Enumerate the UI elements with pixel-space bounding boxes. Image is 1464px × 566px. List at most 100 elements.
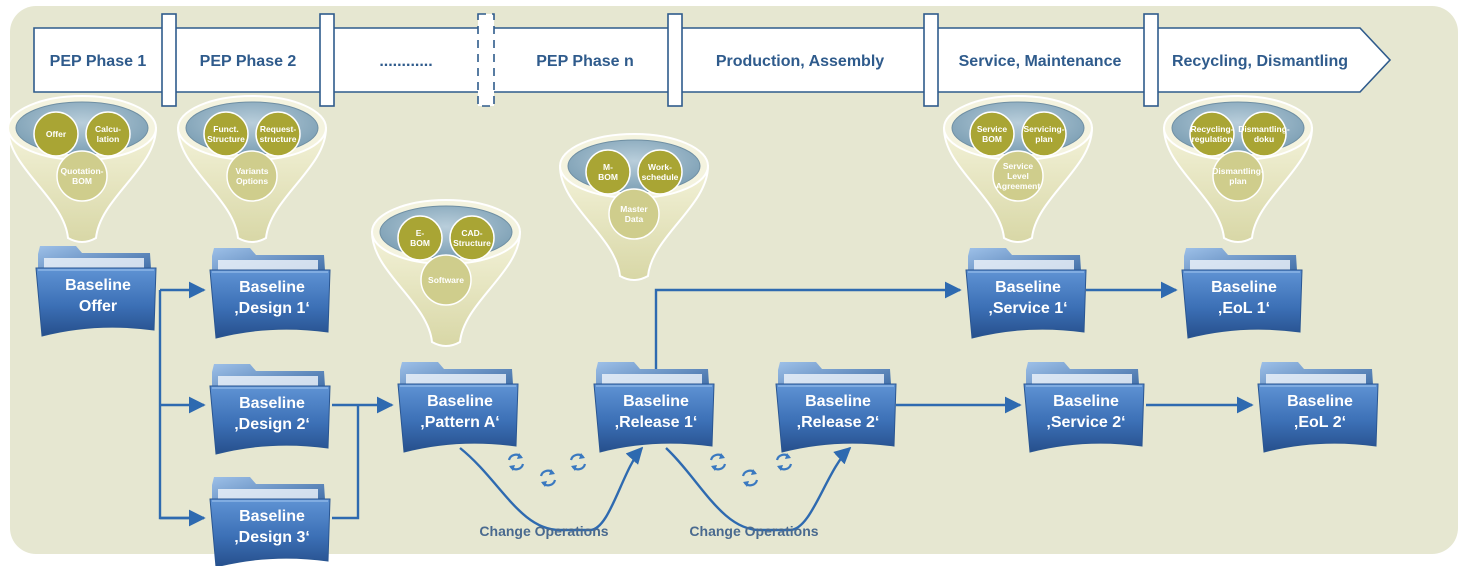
funnel-circle bbox=[585, 149, 631, 195]
folder-front bbox=[209, 269, 331, 339]
funnel-item-label: Dismantling- bbox=[1238, 124, 1290, 134]
folder-front bbox=[775, 383, 897, 453]
baseline-folder-eol2: Baseline ‚EoL 2‘ bbox=[1257, 362, 1379, 453]
funnel-item-label: Structure bbox=[207, 134, 245, 144]
funnel-item-label: Data bbox=[625, 214, 644, 224]
phase-label: Recycling, Dismantling bbox=[1172, 53, 1348, 70]
folder-front bbox=[1257, 383, 1379, 453]
funnel-item-label: BOM bbox=[982, 134, 1002, 144]
funnel-circle bbox=[449, 215, 495, 261]
funnel-item-label: Recycling- bbox=[1191, 124, 1234, 134]
funnel-circle bbox=[203, 111, 249, 157]
baseline-folder-release2: Baseline ‚Release 2‘ bbox=[775, 362, 897, 453]
folder-label-line2: ‚Design 2‘ bbox=[234, 416, 310, 433]
baseline-folder-design1: Baseline‚Design 1‘ bbox=[209, 248, 331, 339]
baseline-folder-service1: Baseline ‚Service 1‘ bbox=[965, 248, 1087, 339]
folder-label-line1: Baseline bbox=[623, 393, 689, 410]
funnel-item-label: Calcu- bbox=[95, 124, 121, 134]
phase-divider bbox=[923, 13, 939, 107]
funnel-item-label: Servicing- bbox=[1023, 124, 1064, 134]
funnel-circle bbox=[420, 254, 472, 306]
connector-arrows bbox=[158, 281, 1254, 532]
phase-divider bbox=[319, 13, 335, 107]
funnel-circle bbox=[255, 111, 301, 157]
baseline-folder-design3: Baseline‚Design 3‘ bbox=[209, 477, 331, 566]
folder-front bbox=[209, 498, 331, 566]
folder-label-line1: Baseline bbox=[805, 393, 871, 410]
funnel-item-label: M- bbox=[603, 162, 613, 172]
funnel-item-label: schedule bbox=[642, 172, 679, 182]
funnel-item-label: Dismantling- bbox=[1212, 166, 1264, 176]
funnel-circle bbox=[1189, 111, 1235, 157]
folder-front bbox=[1181, 269, 1303, 339]
funnel-design: VariantsOptionsFunct.StructureRequest-st… bbox=[176, 95, 328, 243]
folder-label-line2: ‚EoL 2‘ bbox=[1294, 414, 1346, 431]
change-operations-label: Change Operations bbox=[479, 523, 608, 539]
folder-front bbox=[209, 385, 331, 455]
funnel-item-label: BOM bbox=[598, 172, 618, 182]
funnel-item-label: plan bbox=[1035, 134, 1052, 144]
funnel-item-label: lation bbox=[97, 134, 120, 144]
baseline-folder-design2: Baseline ‚Design 2‘ bbox=[209, 364, 331, 455]
folder-label-line2: ‚EoL 1‘ bbox=[1218, 300, 1270, 317]
funnel-circle bbox=[1241, 111, 1287, 157]
funnel-item-label: Software bbox=[428, 275, 464, 285]
folder-label-line1: Baseline bbox=[427, 393, 493, 410]
folder-front bbox=[35, 267, 157, 337]
funnel-circle bbox=[1021, 111, 1067, 157]
funnel-item-label: Level bbox=[1007, 171, 1029, 181]
funnel-circle bbox=[992, 150, 1044, 202]
phase-divider bbox=[667, 13, 683, 107]
folder-label-line1: Baseline bbox=[239, 279, 305, 296]
baseline-folder-release1: Baseline‚Release 1‘ bbox=[593, 362, 715, 453]
folder-label-line2: ‚Service 2‘ bbox=[1046, 414, 1125, 431]
baseline-folder-service2: Baseline‚Service 2‘ bbox=[1023, 362, 1145, 453]
phase-label: PEP Phase 1 bbox=[50, 53, 147, 70]
folder-label-line1: Baseline bbox=[995, 279, 1061, 296]
folder-label-line1: Baseline bbox=[239, 395, 305, 412]
funnel-item-label: BOM bbox=[410, 238, 430, 248]
funnel-item-label: doku bbox=[1254, 134, 1274, 144]
funnel-circle bbox=[969, 111, 1015, 157]
funnel-item-label: Funct. bbox=[213, 124, 239, 134]
folder-label-line1: Baseline bbox=[1211, 279, 1277, 296]
folder-front bbox=[397, 383, 519, 453]
phase-divider bbox=[1143, 13, 1159, 107]
funnel-circle bbox=[637, 149, 683, 195]
funnel-circle bbox=[56, 150, 108, 202]
funnel-offer: Quotation-BOM Offer Calcu-lation bbox=[6, 95, 158, 243]
funnel-circle bbox=[397, 215, 443, 261]
funnel-item-label: plan bbox=[1229, 176, 1246, 186]
phase-label: Service, Maintenance bbox=[959, 53, 1122, 70]
folder-front bbox=[965, 269, 1087, 339]
funnel-circle bbox=[85, 111, 131, 157]
funnel-item-label: Service bbox=[977, 124, 1008, 134]
funnel-service: ServiceLevelAgreementServiceBOMServicing… bbox=[942, 95, 1094, 243]
funnel-item-label: BOM bbox=[72, 176, 92, 186]
connector-arrow bbox=[654, 281, 962, 370]
funnel-item-label: Options bbox=[236, 176, 268, 186]
folder-label-line2: ‚Service 1‘ bbox=[988, 300, 1067, 317]
funnel-item-label: Master bbox=[620, 204, 648, 214]
connector-arrow bbox=[459, 446, 644, 532]
funnel-item-label: Quotation- bbox=[61, 166, 104, 176]
connector-arrow bbox=[332, 405, 360, 520]
phase-label: PEP Phase n bbox=[536, 53, 634, 70]
baseline-folder-eol1: Baseline ‚EoL 1‘ bbox=[1181, 248, 1303, 339]
folder-front bbox=[1023, 383, 1145, 453]
folder-label-line2: ‚Release 2‘ bbox=[797, 414, 880, 431]
funnel-item-label: Structure bbox=[453, 238, 491, 248]
phase-divider bbox=[477, 13, 495, 107]
phase-divider bbox=[161, 13, 177, 107]
folder-label-line2: ‚Design 3‘ bbox=[234, 529, 310, 546]
folder-label-line2: ‚Pattern A‘ bbox=[420, 414, 499, 431]
funnel-item-label: Offer bbox=[46, 129, 67, 139]
folder-label-line1: Baseline bbox=[1287, 393, 1353, 410]
